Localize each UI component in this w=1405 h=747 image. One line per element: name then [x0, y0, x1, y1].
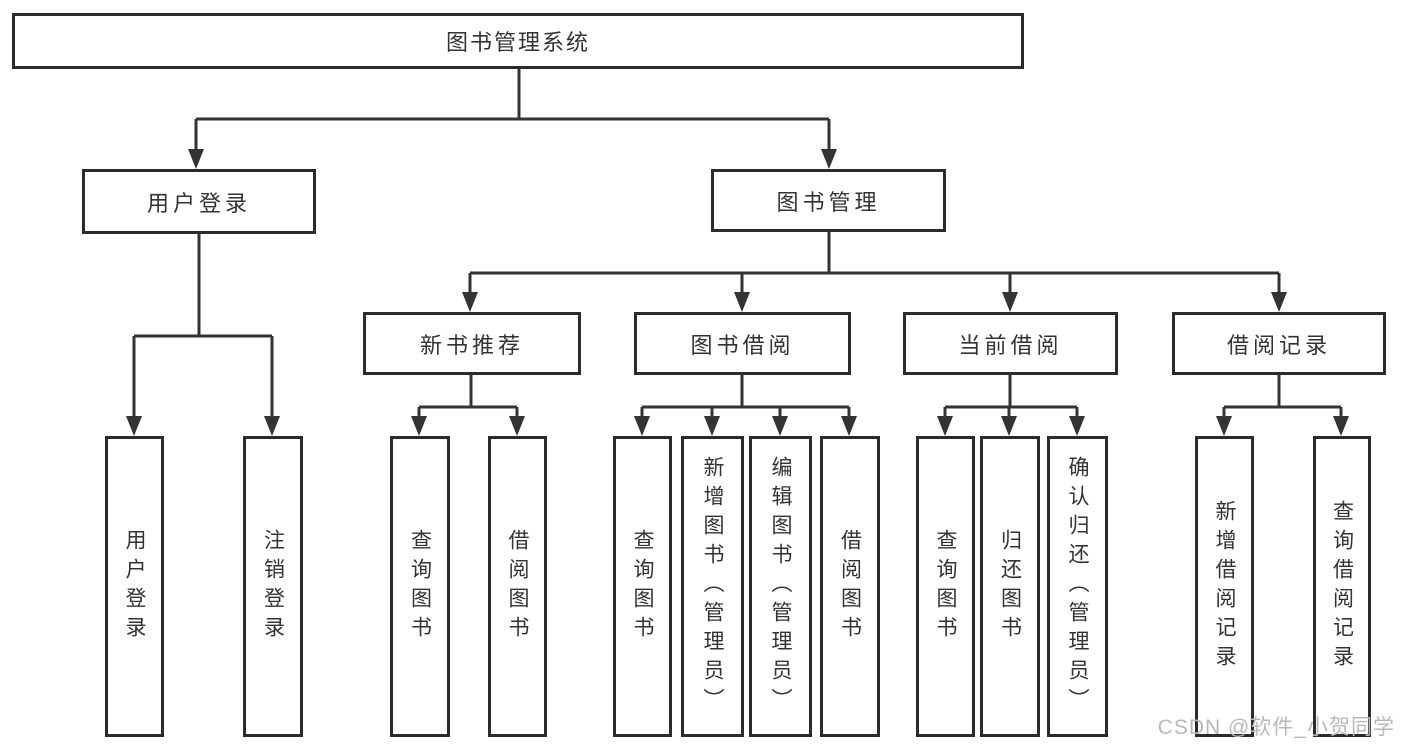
leaf-borrow-books: 借阅图书: [820, 436, 880, 737]
node-label: 新增图书（管理员）: [701, 456, 725, 717]
node-label: 查询图书: [408, 528, 432, 645]
csdn-watermark: CSDN @软件_小贺同学: [1157, 716, 1395, 739]
node-label: 归还图书: [998, 528, 1022, 645]
node-label: 查询借阅记录: [1330, 499, 1354, 674]
leaf-query-books-recommend: 查询图书: [390, 436, 450, 737]
node-label: 注销登录: [261, 528, 285, 645]
node-label: 查询图书: [934, 528, 958, 645]
node-label: 图书管理系统: [445, 30, 590, 55]
arrowheads: [126, 149, 1349, 436]
node-label: 确认归还（管理员）: [1066, 456, 1090, 717]
node-user-login-branch: 用户登录: [82, 169, 316, 234]
leaf-query-books-borrow: 查询图书: [613, 436, 672, 737]
leaf-return-books: 归还图书: [980, 436, 1040, 737]
leaf-query-books-current: 查询图书: [916, 436, 975, 737]
leaf-edit-books-admin: 编辑图书（管理员）: [749, 436, 812, 737]
node-book-borrowing: 图书借阅: [634, 312, 851, 375]
leaf-add-borrow-record: 新增借阅记录: [1195, 436, 1254, 737]
node-new-book-recommend: 新书推荐: [363, 312, 581, 375]
node-label: 借阅记录: [1226, 332, 1331, 358]
node-label: 查询图书: [631, 528, 655, 645]
leaf-borrow-books-recommend: 借阅图书: [488, 436, 547, 737]
leaf-add-books-admin: 新增图书（管理员）: [681, 436, 744, 737]
node-label: 借阅图书: [506, 528, 530, 645]
leaf-query-borrow-record: 查询借阅记录: [1313, 436, 1371, 737]
node-label: 编辑图书（管理员）: [769, 456, 793, 717]
node-label: 当前借阅: [958, 332, 1063, 358]
node-label: 用户登录: [123, 528, 147, 645]
leaf-user-login: 用户登录: [105, 436, 164, 737]
node-label: 用户登录: [146, 190, 251, 216]
node-borrowing-records: 借阅记录: [1172, 312, 1386, 375]
node-label: 图书管理: [776, 189, 881, 215]
leaf-logout: 注销登录: [243, 436, 303, 737]
node-book-management-branch: 图书管理: [711, 169, 946, 232]
node-label: 新书推荐: [419, 332, 524, 358]
node-label: 新增借阅记录: [1213, 499, 1237, 674]
node-current-borrowing: 当前借阅: [903, 312, 1118, 375]
node-label: 图书借阅: [690, 332, 795, 358]
node-root-system: 图书管理系统: [12, 13, 1024, 69]
leaf-confirm-return-admin: 确认归还（管理员）: [1047, 436, 1108, 737]
node-label: 借阅图书: [838, 528, 862, 645]
